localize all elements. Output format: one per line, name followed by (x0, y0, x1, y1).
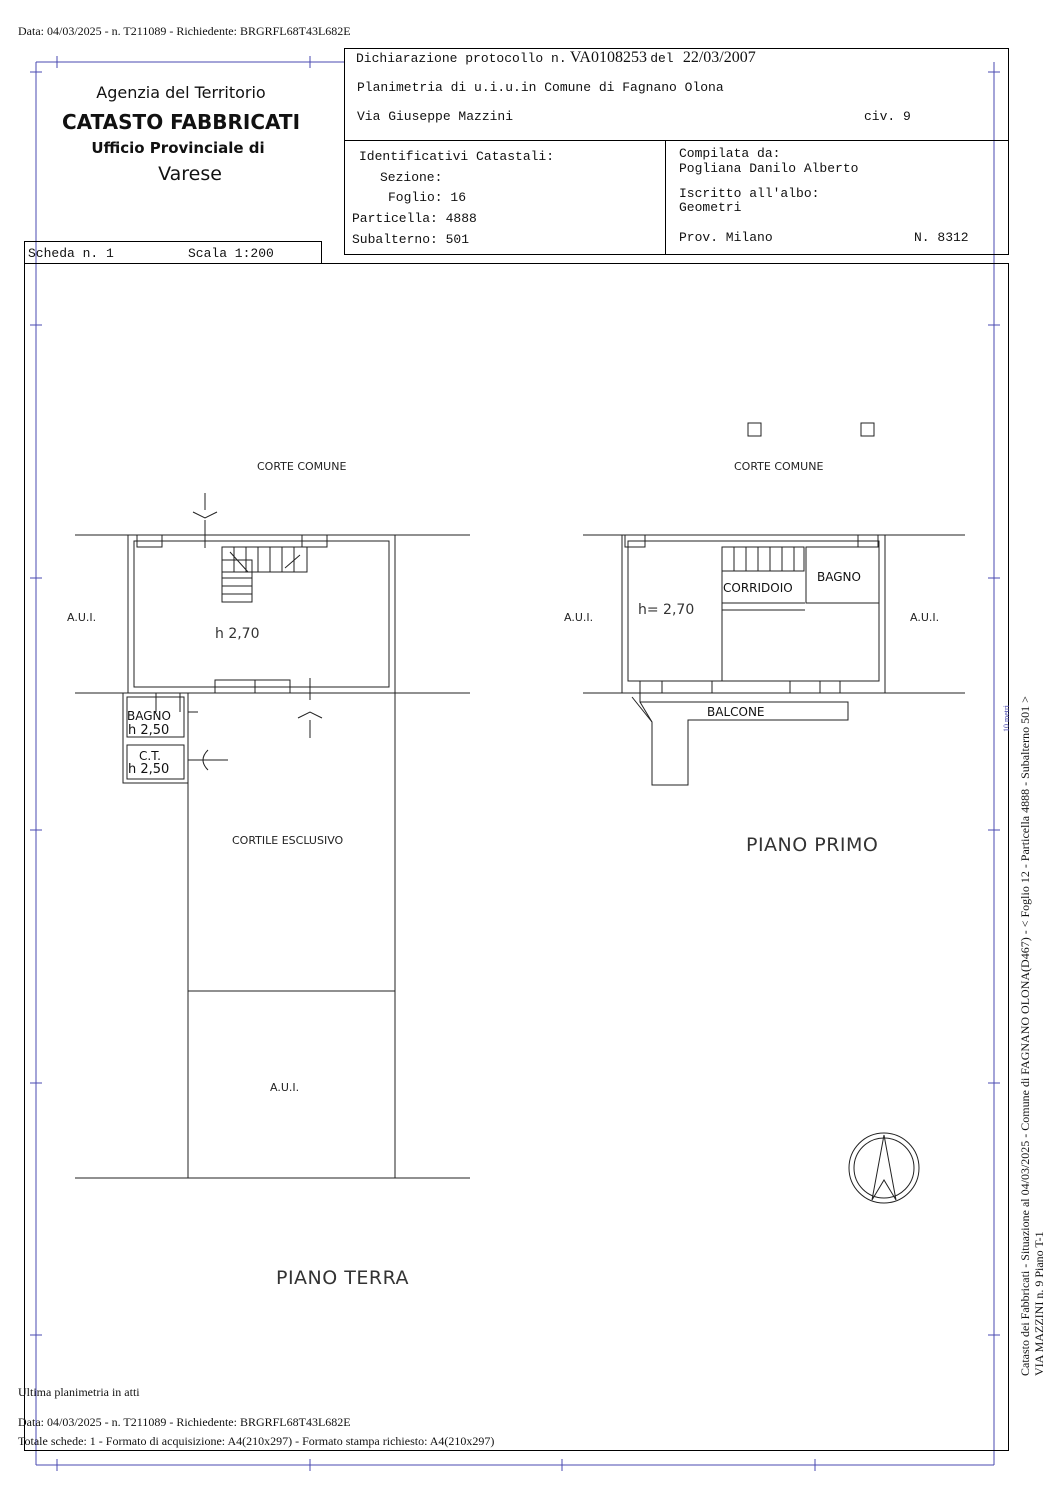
catastali-subalterno: Subalterno: 501 (352, 232, 470, 247)
terra-cortile-esclusivo: CORTILE ESCLUSIVO (232, 834, 344, 847)
declaration-date: 22/03/2007 (682, 49, 756, 66)
piano-primo-title: PIANO PRIMO (746, 834, 879, 856)
address-civ: civ. 9 (864, 109, 911, 124)
terra-bagno-label: BAGNO (127, 709, 171, 723)
scale-bar-label: 10 metri (1002, 705, 1011, 732)
catastali-particella: Particella: 4888 (352, 211, 477, 226)
address-via: Via Giuseppe Mazzini (357, 109, 514, 124)
compilata-prov: Prov. Milano (679, 230, 773, 245)
primo-height-main: h= 2,70 (638, 602, 695, 618)
agency-name: Agenzia del Territorio (96, 83, 266, 102)
primo-aui-left: A.U.I. (564, 611, 594, 624)
agency-province: Varese (158, 163, 222, 185)
declaration-del: del (650, 51, 674, 66)
primo-aui-right: A.U.I. (910, 611, 940, 624)
catastali-title: Identificativi Catastali: (359, 149, 555, 164)
terra-ct-height: h 2,50 (128, 762, 170, 777)
compilata-albo: Geometri (679, 200, 742, 215)
primo-balcone: BALCONE (707, 705, 765, 719)
scheda-number: Scheda n. 1 (28, 246, 114, 261)
declaration-line: Dichiarazione protocollo n. VA0108253 de… (356, 49, 756, 67)
planimetria-line: Planimetria di u.i.u.in Comune di Fagnan… (357, 80, 724, 95)
agency-ufficio: Ufficio Provinciale di (91, 139, 265, 157)
terra-aui-bottom: A.U.I. (270, 1081, 300, 1094)
compilata-iscritto: Iscritto all'albo: (679, 186, 820, 201)
terra-aui-left: A.U.I. (67, 611, 97, 624)
agency-catasto: CATASTO FABBRICATI (61, 110, 301, 134)
primo-corridoio: CORRIDOIO (723, 581, 793, 595)
side-caption-line2: VIA MAZZINI n. 9 Piano T-1 (1032, 1231, 1046, 1376)
catastali-foglio: Foglio: 16 (388, 190, 467, 205)
declaration-number: VA0108253 (569, 49, 647, 66)
footer-totale: Totale schede: 1 - Formato di acquisizio… (18, 1434, 495, 1448)
terra-ct-label: C.T. (139, 749, 161, 763)
compilata-number: N. 8312 (914, 230, 969, 245)
compilata-name: Pogliana Danilo Alberto (679, 161, 859, 176)
piano-terra-title: PIANO TERRA (276, 1267, 410, 1289)
catastali-sezione: Sezione: (380, 170, 443, 185)
terra-bagno-height: h 2,50 (128, 723, 170, 738)
primo-bagno: BAGNO (817, 570, 861, 584)
terra-height-main: h 2,70 (215, 626, 260, 642)
compilata-title: Compilata da: (679, 146, 781, 161)
declaration-label: Dichiarazione protocollo n. (356, 51, 567, 66)
top-request-line: Data: 04/03/2025 - n. T211089 - Richiede… (18, 24, 351, 38)
side-caption-line1: Catasto dei Fabbricati - Situazione al 0… (1018, 696, 1032, 1376)
primo-corte-comune: CORTE COMUNE (734, 460, 824, 473)
footer-ultima: Ultima planimetria in atti (18, 1385, 140, 1399)
scheda-scale: Scala 1:200 (188, 246, 274, 261)
footer-data: Data: 04/03/2025 - n. T211089 - Richiede… (18, 1415, 351, 1429)
terra-corte-comune: CORTE COMUNE (257, 460, 347, 473)
